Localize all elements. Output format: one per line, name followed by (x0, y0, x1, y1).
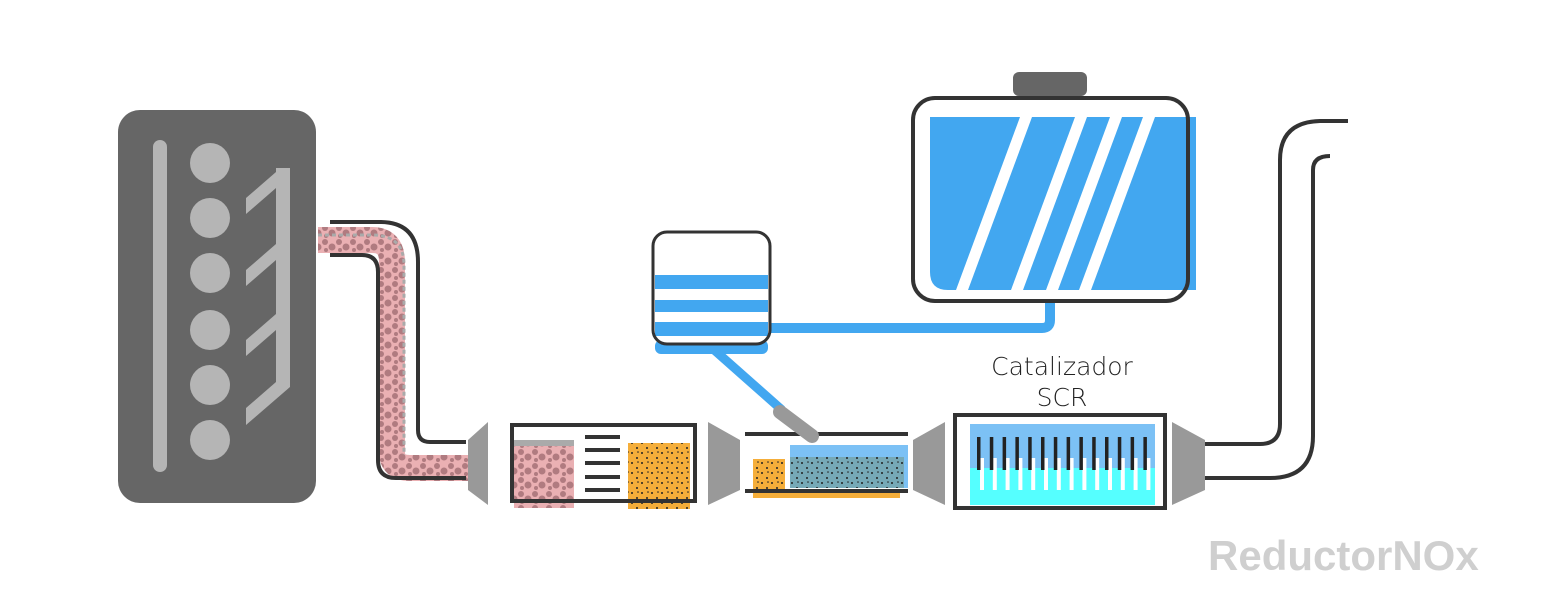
scr-channel-wall (1066, 437, 1071, 470)
scr-channel-gap (980, 458, 984, 490)
scr-channel-wall (989, 437, 994, 470)
injector-icon (773, 405, 819, 443)
scr-label-line1: Catalizador (991, 352, 1133, 381)
oxidation-catalyst (510, 423, 697, 509)
scr-channel-gap (1005, 458, 1010, 490)
scr-channel-gap (1146, 458, 1151, 490)
dosing-module (651, 230, 772, 354)
scr-channel-gap (1018, 458, 1023, 490)
scr-channel-wall (1028, 437, 1032, 470)
adblue-tank (911, 72, 1196, 303)
mixer-section (745, 432, 908, 498)
exhaust-manifold (246, 168, 290, 425)
scr-channel-wall (1002, 437, 1007, 470)
scr-channel-gap (1044, 458, 1048, 490)
scr-channel-wall (1092, 437, 1096, 470)
exhaust-pipe-inlet (318, 220, 468, 481)
scr-channel-gap (1120, 458, 1125, 490)
adblue-lines (709, 300, 1055, 414)
scr-catalyst: Catalizador SCR (953, 352, 1167, 510)
exhaust-pipe-outlet (1205, 119, 1348, 480)
scr-channel-wall (1079, 437, 1083, 470)
scr-channel-wall (1105, 437, 1109, 470)
scr-channel-wall (1130, 437, 1135, 470)
scr-channel-wall (1053, 437, 1058, 470)
scr-channel-gap (1031, 458, 1036, 490)
scr-channel-wall (1041, 437, 1045, 470)
tank-cap (1013, 72, 1087, 96)
scr-channel-wall (1015, 437, 1019, 470)
scr-channel-gap (1095, 458, 1100, 490)
scr-channel-wall (1143, 437, 1147, 470)
scr-label-line2: SCR (1037, 383, 1088, 412)
engine-cylinders (190, 143, 230, 460)
scr-channel-wall (1117, 437, 1122, 470)
scr-channel-wall (977, 437, 981, 470)
cone-3 (913, 422, 945, 505)
scr-channel-gap (1082, 458, 1087, 490)
cone-1 (468, 422, 488, 505)
engine (118, 110, 316, 503)
scr-channel-gap (1108, 458, 1112, 490)
cone-2 (708, 422, 740, 505)
scr-channel-gap (1056, 458, 1061, 490)
scr-channel-gap (1133, 458, 1138, 490)
scr-channel-gap (992, 458, 997, 490)
scr-channel-gap (1069, 458, 1074, 490)
logo-watermark: ReductorNOx (1208, 532, 1479, 579)
cone-4 (1172, 422, 1205, 505)
